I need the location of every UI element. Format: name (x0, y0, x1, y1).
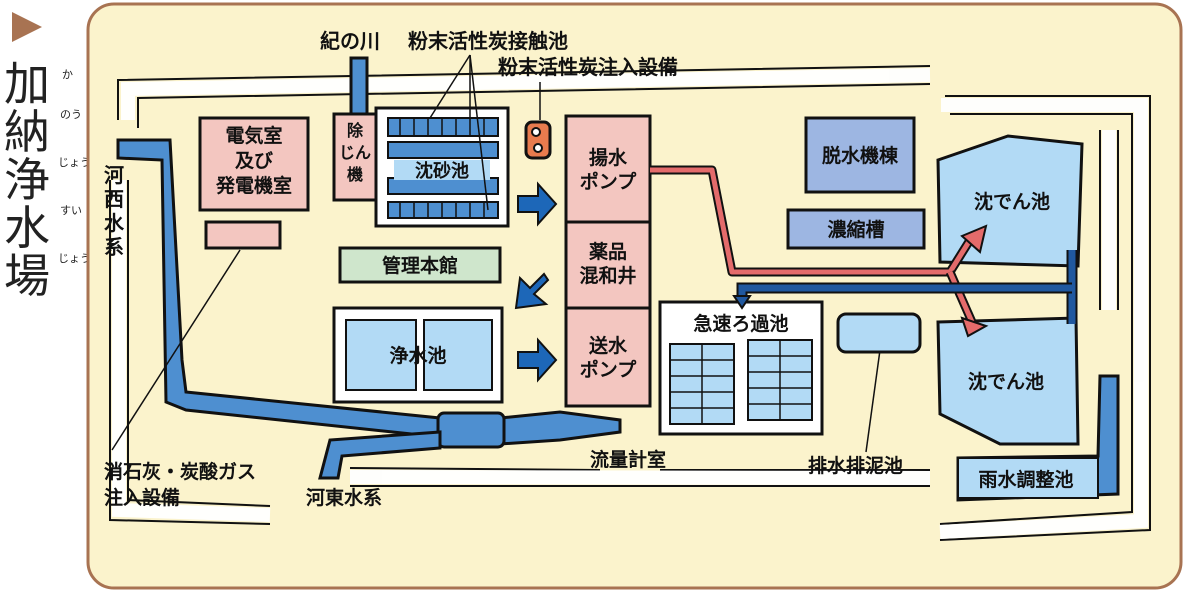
arrow-right-icon (517, 337, 558, 383)
site-title: 加 納 浄 水 場 か のう じょう すい じょう (4, 57, 91, 303)
raw-water-pipe-branch (947, 270, 975, 324)
settled-pipe (738, 284, 1072, 298)
leader-lines (111, 54, 881, 453)
electric-room (198, 116, 310, 212)
sedimentation-top-label: 沈でん池 (974, 190, 1050, 213)
kasai-label: 水 (104, 211, 125, 235)
lime-label: 消石灰・炭酸ガス (104, 460, 256, 483)
chemical-mixing-well (564, 220, 652, 310)
electric-room-label: 発電機室 (215, 174, 292, 197)
lift-pump-label: 揚水 (589, 146, 628, 169)
title-ruby: じょう (58, 156, 91, 169)
dewatering-label: 脱水機棟 (822, 144, 899, 167)
title-char: 加 (4, 57, 50, 111)
title-char: 浄 (4, 153, 50, 207)
arrow-down-icon (732, 295, 752, 310)
kasai-pipe (116, 138, 622, 446)
drainage-sludge-pond (836, 312, 922, 354)
flow-meter-label: 流量計室 (590, 448, 666, 471)
pac-injection-dot (531, 127, 541, 137)
chemical-mixing-label: 薬品 (588, 240, 627, 263)
sedimentation-bottom-label: 沈でん池 (968, 370, 1044, 393)
distribution-pump-label: ポンプ (580, 358, 637, 381)
kasai-label: 河 (104, 163, 124, 187)
lift-pump-label: ポンプ (580, 170, 637, 193)
arrow-right-icon (517, 181, 558, 227)
lime-injection-facility (204, 220, 282, 250)
title-ruby: じょう (58, 252, 91, 265)
dewatering-building (804, 116, 916, 194)
screen-machine-label: じん (339, 143, 371, 162)
admin-building (338, 246, 502, 284)
electric-room-label: 及び (235, 150, 273, 172)
rain-pond-label: 雨水調整池 (978, 468, 1073, 491)
title-marker-icon (12, 12, 42, 42)
grit-chamber-label-bg (394, 160, 490, 180)
kasai-label: 系 (104, 235, 124, 259)
title-char: 水 (4, 201, 50, 255)
arrow-up-right-icon (960, 224, 988, 254)
boundary-roads (109, 65, 1151, 541)
pac-contact-label: 粉末活性炭接触池 (408, 29, 568, 53)
katou-label: 河東水系 (306, 486, 382, 509)
title-char: 納 (4, 105, 50, 159)
kinokawa-pipe (349, 56, 369, 120)
pac-injection-dot (533, 143, 543, 153)
screen-machine-label: 機 (347, 165, 363, 184)
flow-meter-box (436, 411, 506, 449)
sedimentation-basin-bottom (936, 316, 1080, 446)
title-char: 場 (4, 249, 50, 303)
grit-chamber-label: 沈砂池 (415, 160, 469, 182)
title-ruby: か (62, 68, 73, 81)
rain-adjustment-pond-inner (957, 457, 1099, 499)
thickener-label: 濃縮槽 (827, 218, 884, 241)
title-ruby: すい (60, 204, 82, 217)
pac-inject-label: 粉末活性炭注入設備 (498, 55, 678, 79)
chemical-mixing-label: 混和井 (579, 264, 636, 287)
distribution-pump (564, 306, 652, 408)
reservoir-cell (423, 319, 493, 391)
admin-building-label: 管理本館 (382, 254, 458, 277)
distribution-pump-label: 送水 (589, 334, 628, 357)
grit-chamber-lines (399, 118, 485, 218)
drainage-label: 排水排泥池 (808, 454, 903, 477)
clear-water-label: 浄水池 (389, 344, 446, 367)
flow-arrows (514, 181, 558, 383)
screen-machine-label: 除 (347, 121, 364, 140)
arrow-down-right-icon (960, 316, 989, 338)
title-ruby: のう (60, 108, 82, 121)
lime-label: 注入設備 (104, 486, 180, 509)
reservoir-cell (345, 319, 417, 391)
rapid-filter-lines (670, 340, 812, 424)
rapid-filter-label: 急速ろ過池 (693, 312, 788, 335)
boundary-road-fill (112, 68, 1148, 539)
raw-water-pipe (650, 167, 973, 275)
kasai-label: 西 (104, 187, 124, 211)
katou-pipe (318, 430, 442, 480)
kinokawa-label: 紀の川 (320, 29, 380, 53)
lift-pump (564, 114, 652, 224)
thickener (786, 208, 926, 250)
electric-room-label: 電気室 (225, 124, 282, 147)
arrow-down-left-icon (514, 272, 550, 310)
